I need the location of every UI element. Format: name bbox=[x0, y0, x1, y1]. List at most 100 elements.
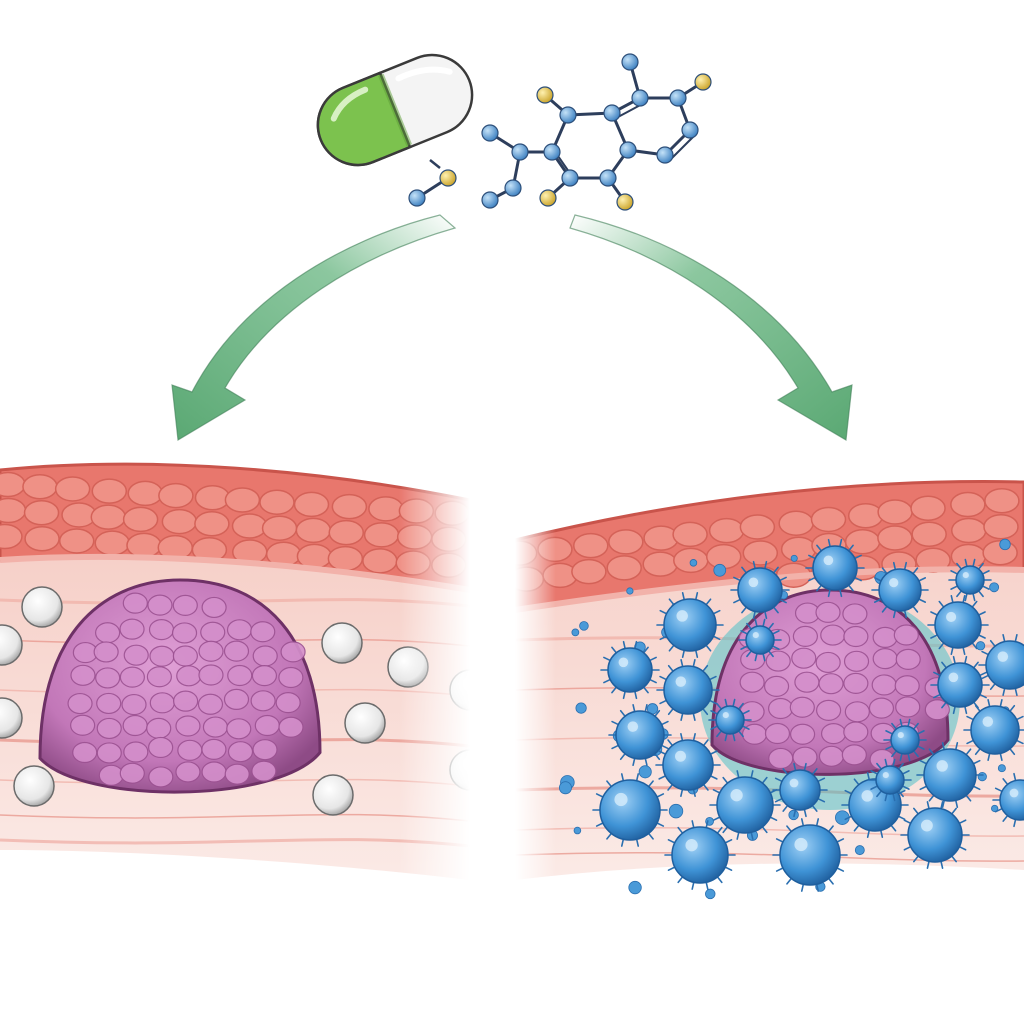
tumor-cell-12 bbox=[791, 647, 817, 669]
atom-a6 bbox=[619, 141, 637, 159]
atom-a4 bbox=[681, 121, 699, 139]
particle-30 bbox=[705, 888, 716, 900]
atom-a17 bbox=[481, 124, 499, 142]
particle-17 bbox=[999, 538, 1011, 551]
tumor-cell-25 bbox=[198, 664, 224, 686]
tumor-cell-7 bbox=[843, 625, 869, 648]
resting-cells bbox=[0, 586, 491, 816]
tissue-cell-28 bbox=[295, 517, 332, 544]
tumor-cell-28 bbox=[816, 699, 842, 721]
atom-a1 bbox=[621, 53, 639, 71]
resting-cell-3 bbox=[13, 765, 55, 807]
tumor-cell-5 bbox=[119, 618, 145, 640]
tissue-cell-29 bbox=[910, 495, 946, 521]
tumor-cell-39 bbox=[96, 717, 122, 740]
tumor-cell-30 bbox=[868, 697, 895, 719]
tumor-cell-56 bbox=[119, 762, 145, 784]
tumor-cell-23 bbox=[894, 675, 920, 697]
resting-cell-4 bbox=[321, 622, 363, 664]
tumor-cell-51 bbox=[177, 739, 203, 761]
tumor-cell-60 bbox=[224, 763, 250, 785]
tumor-cell-9 bbox=[893, 624, 919, 646]
tissue-cell-18 bbox=[194, 485, 231, 511]
tumor-cell-22 bbox=[871, 674, 897, 696]
immune-cell-icon-10 bbox=[655, 733, 721, 797]
tumor-cell-33 bbox=[173, 690, 199, 712]
atom-a16 bbox=[511, 143, 529, 161]
tumor-cell-18 bbox=[763, 675, 790, 697]
tissue-cell-4 bbox=[23, 499, 60, 526]
tissue-cell-39 bbox=[434, 500, 470, 526]
tumor-cell-59 bbox=[201, 761, 227, 783]
tumor-cell-55 bbox=[98, 764, 124, 786]
tissue-cell-9 bbox=[91, 478, 128, 504]
immune-cell-icon-19 bbox=[900, 801, 970, 869]
tissue-cell-14 bbox=[126, 532, 162, 559]
tumor-cell-19 bbox=[280, 641, 306, 663]
atom-a19 bbox=[481, 191, 499, 209]
tumor-cell-17 bbox=[739, 671, 765, 693]
tumor-cell-21 bbox=[843, 672, 869, 694]
tissue-cell-1 bbox=[0, 497, 27, 524]
immune-cell-icon-21 bbox=[883, 718, 927, 762]
tumor-cell-2 bbox=[842, 603, 868, 625]
tumor-cell-21 bbox=[95, 667, 121, 689]
tissue-cell-3 bbox=[22, 473, 58, 500]
immune-cell-icon-22 bbox=[708, 698, 752, 742]
tissue-cell-23 bbox=[847, 502, 884, 529]
fiber-line-0 bbox=[0, 598, 471, 608]
tissue-cell-33 bbox=[368, 496, 404, 522]
tumor-cell-36 bbox=[250, 690, 276, 712]
tissue-cell-8 bbox=[58, 528, 95, 554]
tumor-cell-8 bbox=[872, 626, 898, 649]
tumor-cell-5 bbox=[792, 625, 818, 647]
tumor-cell-61 bbox=[251, 760, 277, 782]
tumor-cell-31 bbox=[121, 693, 147, 716]
tumor-cell-8 bbox=[200, 621, 226, 643]
immune-cell-icon-2 bbox=[871, 561, 929, 619]
tumor-cell-14 bbox=[149, 645, 175, 667]
tumor-cell-35 bbox=[789, 723, 816, 745]
tumor-cell-20 bbox=[818, 673, 844, 695]
atom-a9 bbox=[536, 86, 554, 104]
atom-a5 bbox=[656, 146, 674, 164]
tumor-cell-6 bbox=[820, 624, 846, 646]
tumor-cell-45 bbox=[254, 714, 280, 737]
tumor-cell-47 bbox=[72, 741, 98, 764]
tissue-cell-19 bbox=[194, 511, 230, 537]
tissue-cell-32 bbox=[327, 545, 364, 572]
tissue-cell-10 bbox=[90, 504, 127, 530]
particle-50 bbox=[989, 582, 1000, 593]
tumor-cell-38 bbox=[70, 714, 96, 736]
tissue-cell-15 bbox=[742, 540, 779, 566]
arrow-right-icon bbox=[569, 214, 853, 441]
tissue-cell-12 bbox=[708, 517, 745, 544]
tumor-cell-15 bbox=[872, 648, 898, 670]
tumor-cell-42 bbox=[818, 745, 845, 767]
immune-cell-icon-15 bbox=[772, 762, 828, 818]
tumor-cell-41 bbox=[146, 717, 172, 739]
tumor-cell-22 bbox=[119, 666, 145, 688]
particle-23 bbox=[991, 804, 999, 813]
tumor-cell-54 bbox=[252, 739, 278, 761]
immune-cell-icon-5 bbox=[600, 640, 660, 700]
tumor-cell-49 bbox=[123, 741, 149, 763]
tumor-cell-1 bbox=[147, 594, 173, 616]
tissue-cell-30 bbox=[331, 493, 368, 520]
tissue-cell-41 bbox=[431, 552, 467, 578]
tissue-cell-36 bbox=[398, 498, 435, 524]
tumor-cell-29 bbox=[67, 692, 93, 715]
tissue-cell-24 bbox=[259, 489, 295, 515]
tissue-cell-17 bbox=[778, 510, 814, 536]
particle-6 bbox=[626, 587, 634, 595]
tissue-cell-2 bbox=[0, 523, 23, 550]
particle-18 bbox=[975, 641, 986, 651]
molecule-icon bbox=[408, 53, 712, 211]
tissue-cell-32 bbox=[950, 491, 986, 518]
tissue-cell-8 bbox=[643, 525, 679, 551]
tumor-cell-4 bbox=[95, 622, 121, 644]
tissue-cell-5 bbox=[571, 558, 607, 585]
tumor-cell-43 bbox=[202, 716, 229, 738]
tumor-cell-29 bbox=[844, 701, 870, 723]
